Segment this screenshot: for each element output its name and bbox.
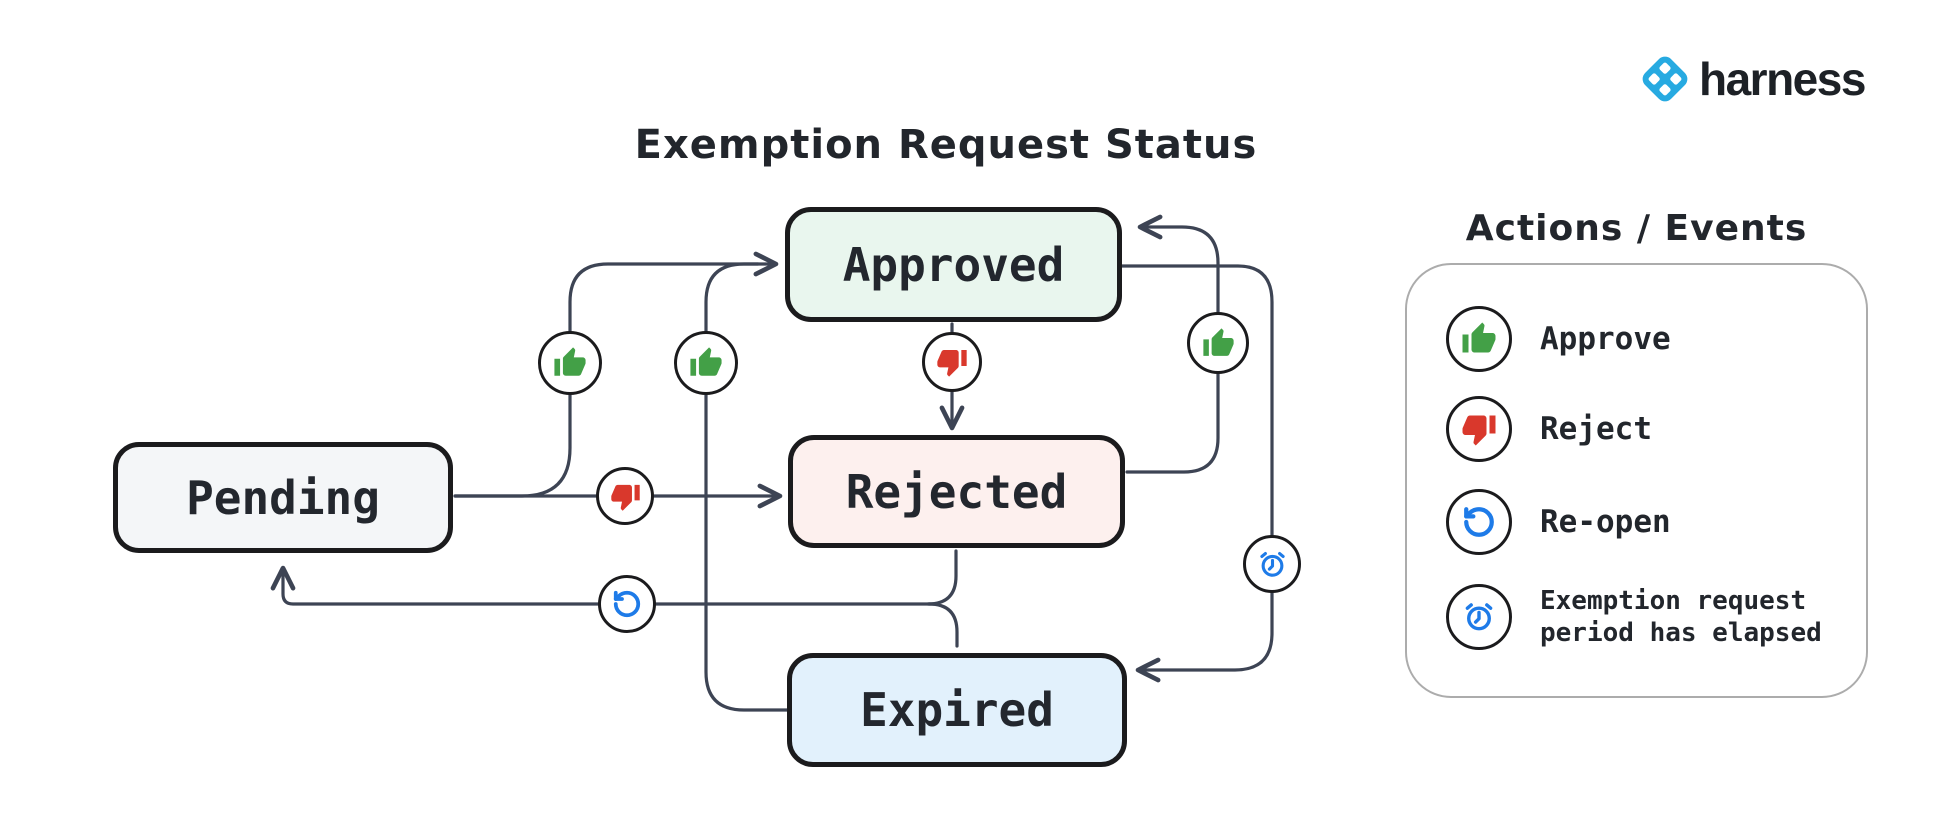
state-pending: Pending	[113, 442, 453, 553]
legend-title: Actions / Events	[1465, 208, 1808, 249]
edge-node-period-elapsed	[1243, 535, 1301, 593]
thumbs-down-icon	[610, 484, 640, 511]
alarm-clock-icon	[1465, 603, 1493, 631]
legend-panel: Approve Reject Re-open	[1405, 263, 1868, 698]
transition-pending-approved	[453, 251, 779, 498]
legend-item-period-elapsed: Exemption request period has elapsed	[1446, 584, 1870, 650]
legend-label-reopen: Re-open	[1540, 504, 1671, 540]
state-rejected-label: Rejected	[845, 464, 1068, 519]
transition-expired-approved	[704, 262, 789, 712]
legend-label-reject: Reject	[1540, 411, 1652, 447]
legend-circle	[1446, 489, 1512, 555]
alarm-clock-icon	[1259, 551, 1285, 577]
legend-item-reject: Reject	[1446, 396, 1652, 462]
legend-item-reopen: Re-open	[1446, 489, 1671, 555]
transition-rejected-approved	[1125, 214, 1220, 474]
brand-logo: harness	[1637, 48, 1866, 110]
brand-name: harness	[1699, 53, 1866, 105]
legend-label-period-elapsed: Exemption request period has elapsed	[1540, 586, 1822, 648]
state-approved-label: Approved	[842, 237, 1065, 292]
transition-expired-reopen-branch	[927, 602, 959, 648]
thumbs-up-icon	[690, 347, 722, 376]
legend-label-approve: Approve	[1540, 321, 1671, 357]
state-approved: Approved	[785, 207, 1122, 322]
state-expired-label: Expired	[860, 683, 1054, 737]
harness-logo-icon	[1642, 56, 1688, 102]
legend-circle	[1446, 306, 1512, 372]
state-pending-label: Pending	[186, 470, 380, 525]
edge-node-reject-pending	[596, 467, 654, 525]
edge-node-reopen	[598, 575, 656, 633]
state-rejected: Rejected	[788, 435, 1125, 548]
transition-reopen-pending	[270, 565, 936, 606]
transition-approved-expired	[1120, 264, 1274, 683]
transition-rejected-reopen-branch	[926, 549, 958, 606]
thumbs-down-icon	[937, 350, 967, 377]
state-expired: Expired	[787, 653, 1127, 767]
edge-node-approve-expired	[674, 331, 738, 395]
edge-node-approve-pending	[538, 331, 602, 395]
thumbs-down-icon	[1462, 415, 1496, 446]
edge-node-reject-approved	[922, 332, 982, 392]
rotate-ccw-icon	[1464, 507, 1494, 537]
legend-item-approve: Approve	[1446, 306, 1671, 372]
legend-circle	[1446, 584, 1512, 650]
thumbs-up-icon	[554, 347, 586, 376]
thumbs-up-icon	[1462, 322, 1496, 353]
thumbs-up-icon	[1202, 327, 1234, 356]
edge-node-approve-rejected	[1187, 312, 1249, 374]
diagram-title: Exemption Request Status	[634, 122, 1258, 168]
legend-circle	[1446, 396, 1512, 462]
rotate-ccw-icon	[613, 590, 641, 618]
